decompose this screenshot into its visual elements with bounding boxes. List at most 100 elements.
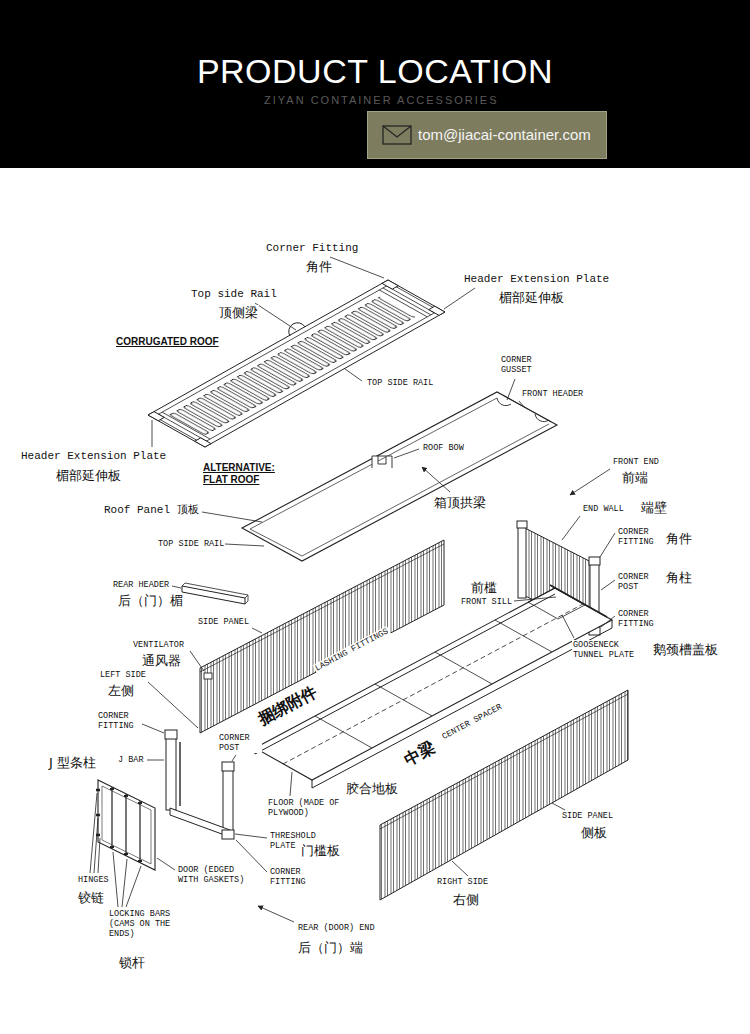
rail-cutout (289, 323, 305, 336)
part-label-chinese: 箱顶拱梁 (433, 495, 487, 510)
leader-line (519, 401, 525, 408)
leader-line (172, 586, 181, 588)
section-heading: ALTERNATIVE: FLAT ROOF (202, 462, 294, 486)
leader-line (152, 420, 153, 447)
part-label: VENTILATOR (132, 640, 185, 650)
leader-arrow (422, 467, 450, 492)
leader-line (601, 580, 615, 590)
part-label: CORNER POST (218, 733, 262, 753)
part-label: SIDE PANEL (197, 617, 250, 627)
part-label-chinese: 楣部延伸板 (498, 290, 565, 305)
header-plate (159, 286, 435, 441)
roof-bow (372, 456, 392, 468)
part-label-chinese: 前端 (621, 470, 649, 485)
j-bar (179, 742, 180, 806)
part-label-chinese: 角件 (665, 531, 693, 546)
corner-post (223, 766, 233, 832)
corner-fitting (165, 730, 177, 739)
leader-lines (90, 257, 615, 922)
part-label: GOOSENECK TUNNEL PLATE (572, 640, 638, 660)
part-label-chinese: 中梁 (401, 738, 439, 770)
leader-line (147, 760, 164, 761)
leader-arrow (570, 469, 610, 495)
part-label-chinese: 后（门）端 (297, 940, 364, 955)
part-label-chinese: 捆绑附件 (255, 683, 322, 730)
leader-line (507, 379, 515, 400)
contact-text: tom@jiacai-container.com (418, 126, 592, 144)
corrugated-roof (148, 280, 445, 447)
corner-fitting (589, 557, 600, 565)
leader-line (562, 516, 580, 540)
leader-line (330, 257, 384, 278)
leader-line (552, 803, 565, 810)
door-gasket (102, 786, 151, 864)
part-label: ROOF BOW (422, 443, 465, 453)
part-label: CORNER POST (617, 572, 661, 592)
corner-post (518, 524, 526, 598)
right-side-panel (380, 690, 628, 900)
panel-edge (380, 694, 628, 829)
part-label: LEFT SIDE (99, 670, 147, 680)
part-label: CORNER FITTING (269, 867, 313, 887)
part-label-chinese: 胶合地板 (345, 781, 399, 796)
part-label-chinese: 楣部延伸板 (55, 468, 122, 483)
rear-header-face (182, 583, 248, 604)
part-label: HINGES (77, 875, 110, 885)
part-label: DOOR (EDGED WITH GASKETS) (177, 865, 247, 885)
part-label: CENTER SPACER (440, 702, 505, 743)
section-heading: CORRUGATED ROOF (115, 336, 220, 348)
envelope-flap (383, 126, 411, 137)
part-label: FLOOR (MADE OF PLYWOOD) (267, 798, 359, 818)
part-label-chinese: 通风器 (141, 653, 182, 668)
part-label-chinese: 右侧 (452, 892, 480, 907)
leader-line (113, 852, 141, 907)
locking-cam (110, 789, 142, 861)
part-label-chinese: 鹅颈槽盖板 (652, 642, 719, 657)
part-label: CORNER FITTING (617, 527, 661, 547)
corner-post (166, 734, 176, 810)
corner-fitting (517, 521, 527, 528)
leader-line (190, 651, 204, 671)
page-title: PRODUCT LOCATION (0, 52, 750, 91)
leader-line (394, 449, 419, 458)
panel-edge (200, 544, 444, 672)
part-label: J BAR (117, 755, 145, 765)
roof-corrugation (168, 297, 416, 436)
part-label: LOCKING BARS (CAMS ON THE ENDS) (108, 909, 180, 939)
roof-rail (154, 284, 438, 444)
part-label-chinese: 端壁 (640, 500, 668, 515)
leader-line (514, 597, 556, 601)
leader-line (452, 861, 468, 876)
part-label: TOP SIDE RAIL (366, 378, 434, 388)
corner-gusset (497, 398, 549, 422)
part-label-chinese: 前槛 (470, 580, 498, 595)
leader-line (225, 544, 264, 546)
leader-line (202, 512, 262, 522)
leader-line (345, 369, 362, 381)
part-label: REAR (DOOR) END (297, 923, 376, 933)
threshold-plate (170, 808, 230, 837)
part-label: LASHING FITTINGS (313, 626, 392, 674)
part-label-chinese: 角件 (305, 259, 333, 274)
part-label: FRONT SILL (460, 597, 513, 607)
ventilator (204, 673, 212, 679)
corner-fitting (148, 412, 164, 421)
part-label-chinese: 门槛板 (300, 843, 341, 858)
envelope-outline (383, 126, 411, 144)
front-sill (550, 585, 607, 617)
part-label: Top side Rail (190, 288, 278, 301)
part-label-chinese: 锁杆 (118, 955, 146, 970)
part-label-chinese: 角柱 (665, 570, 693, 585)
leader-line (235, 834, 267, 838)
part-label: TOP SIDE RAIL (157, 539, 225, 549)
corner-fitting (382, 280, 398, 289)
leader-line (290, 772, 292, 796)
leader-arrow (258, 906, 294, 922)
part-label: REAR HEADER (112, 580, 170, 590)
contact-box: tom@jiacai-container.com (367, 111, 607, 159)
part-label: FRONT HEADER (521, 389, 584, 399)
part-label: Header Extension Plate (20, 450, 167, 463)
part-label-chinese: 后（门）楣 (117, 593, 184, 608)
watermark: ZIYAN CONTAINER ACCESSORIES (263, 94, 500, 107)
